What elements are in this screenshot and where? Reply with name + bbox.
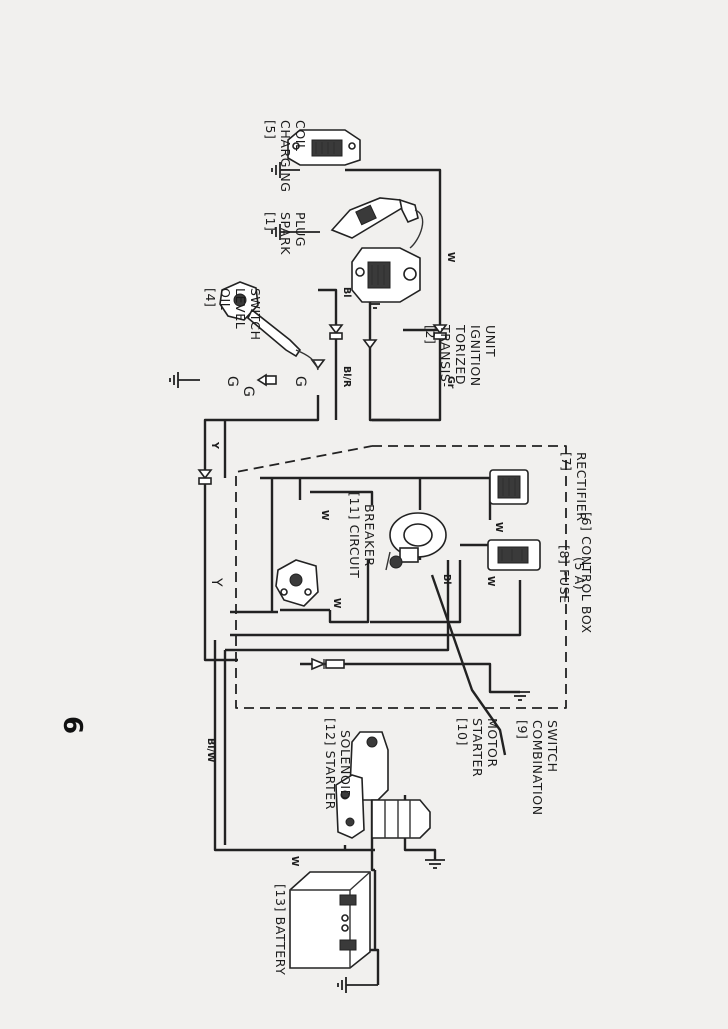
terminal-connector-icon [256, 373, 277, 387]
svg-text:[8] FUSE: [8] FUSE [557, 545, 572, 604]
svg-text:RECTIFIER: RECTIFIER [574, 452, 589, 522]
oil-switch-terminals: G G G [224, 376, 308, 397]
ground-icon [425, 859, 445, 869]
label-fuse: [8] FUSE (5 A) [557, 545, 587, 604]
svg-text:UNIT: UNIT [483, 325, 498, 357]
svg-text:IGNITION: IGNITION [468, 325, 483, 387]
combination-switch-icon [385, 512, 447, 571]
connector-icon [362, 339, 378, 350]
wires [203, 168, 567, 985]
svg-text:[2]: [2] [423, 325, 438, 345]
wire-label-w: W [485, 576, 496, 587]
connector-icon [197, 469, 213, 485]
spark-plug-icon [330, 197, 424, 249]
wire-label-bl: Bl [341, 287, 352, 298]
ground-icon [337, 977, 378, 993]
svg-text:SPARK: SPARK [278, 212, 293, 255]
ground-icon [271, 224, 320, 240]
ground-icon [510, 691, 530, 701]
svg-text:CHARGING: CHARGING [278, 120, 293, 193]
wire-label-w: W [493, 522, 504, 533]
connector-icon [432, 324, 448, 340]
svg-text:SOLENOID: SOLENOID [338, 730, 353, 800]
label-starter-solenoid: [12] STARTER SOLENOID [323, 718, 353, 810]
svg-text:STARTER: STARTER [470, 718, 485, 777]
svg-text:SWITCH: SWITCH [545, 720, 560, 773]
ground-icon [271, 162, 300, 178]
connector-icon [328, 324, 344, 340]
charging-coil-icon [287, 129, 361, 166]
wire-label-blw: Bl/W [205, 738, 216, 763]
oil-level-switch-icon [219, 281, 319, 371]
svg-text:PLUG: PLUG [293, 212, 308, 247]
svg-text:[13] BATTERY: [13] BATTERY [273, 884, 288, 975]
label-circuit-breaker: [11] CIRCUIT BREAKER [347, 492, 377, 579]
wire-label-gr: Gr [445, 376, 456, 389]
label-spark-plug: [1] SPARK PLUG [263, 212, 308, 255]
svg-text:[7]: [7] [559, 452, 574, 472]
connectors [197, 324, 448, 671]
terminal-g: G [240, 386, 256, 397]
svg-text:TORIZED: TORIZED [453, 324, 468, 385]
svg-text:COMBINATION: COMBINATION [530, 720, 545, 816]
svg-text:COIL: COIL [293, 120, 308, 152]
label-ignition-unit: [2] TRANSIS- TORIZED IGNITION UNIT [423, 324, 498, 388]
wire-label-w: W [319, 510, 330, 521]
label-battery: [13] BATTERY [273, 884, 288, 975]
terminal-g: G [292, 376, 308, 387]
component-labels: [5] CHARGING COIL [1] SPARK PLUG [4] OIL… [203, 120, 594, 975]
svg-text:[4]: [4] [203, 288, 218, 308]
label-rectifier: [7] RECTIFIER [559, 452, 589, 522]
svg-text:[5]: [5] [263, 120, 278, 140]
ground-icon [169, 372, 200, 388]
label-starter-motor: [10] STARTER MOTOR [455, 718, 500, 777]
svg-text:OIL: OIL [218, 288, 233, 310]
label-oil-level-switch: [4] OIL LEVEL SWITCH [203, 288, 263, 341]
page-number: 6 [57, 716, 87, 734]
circuit-breaker-icon [275, 559, 319, 607]
wire-label-w: W [289, 856, 300, 867]
battery-icon [289, 871, 371, 969]
label-control-box: [6] CONTROL BOX [579, 512, 594, 634]
wire-label-blr: Bl/R [341, 366, 352, 388]
wire-label-w: W [331, 598, 342, 609]
wire-label-y: Y [209, 441, 220, 449]
rectifier-icon [489, 469, 529, 505]
svg-text:TRANSIS-: TRANSIS- [438, 324, 453, 388]
label-combination-switch: [9] COMBINATION SWITCH [515, 720, 560, 816]
svg-text:[10]: [10] [455, 718, 470, 746]
svg-text:[1]: [1] [263, 212, 278, 232]
svg-text:MOTOR: MOTOR [485, 718, 500, 768]
wire-label-w: W [445, 252, 456, 263]
svg-text:[6] CONTROL BOX: [6] CONTROL BOX [579, 512, 594, 634]
svg-text:SWITCH: SWITCH [248, 288, 263, 341]
ignition-unit-icon [351, 247, 421, 303]
svg-text:[9]: [9] [515, 720, 530, 740]
svg-text:LEVEL: LEVEL [233, 288, 248, 329]
wire-color-labels: W Bl Gr Bl/R Y Y W W Bl W W Bl/W W [205, 252, 504, 867]
terminal-g: G [224, 376, 240, 387]
diode-icon [311, 657, 345, 671]
label-charging-coil: [5] CHARGING COIL [263, 120, 308, 193]
wire-label-bl: Bl [441, 574, 452, 585]
svg-text:BREAKER: BREAKER [362, 504, 377, 567]
svg-text:[11] CIRCUIT: [11] CIRCUIT [347, 492, 362, 579]
fuse-icon [487, 539, 541, 571]
wire-label-y: Y [208, 577, 224, 587]
svg-text:(5 A): (5 A) [572, 557, 587, 590]
starter-solenoid-icon [335, 774, 365, 839]
svg-text:[12] STARTER: [12] STARTER [323, 718, 338, 810]
